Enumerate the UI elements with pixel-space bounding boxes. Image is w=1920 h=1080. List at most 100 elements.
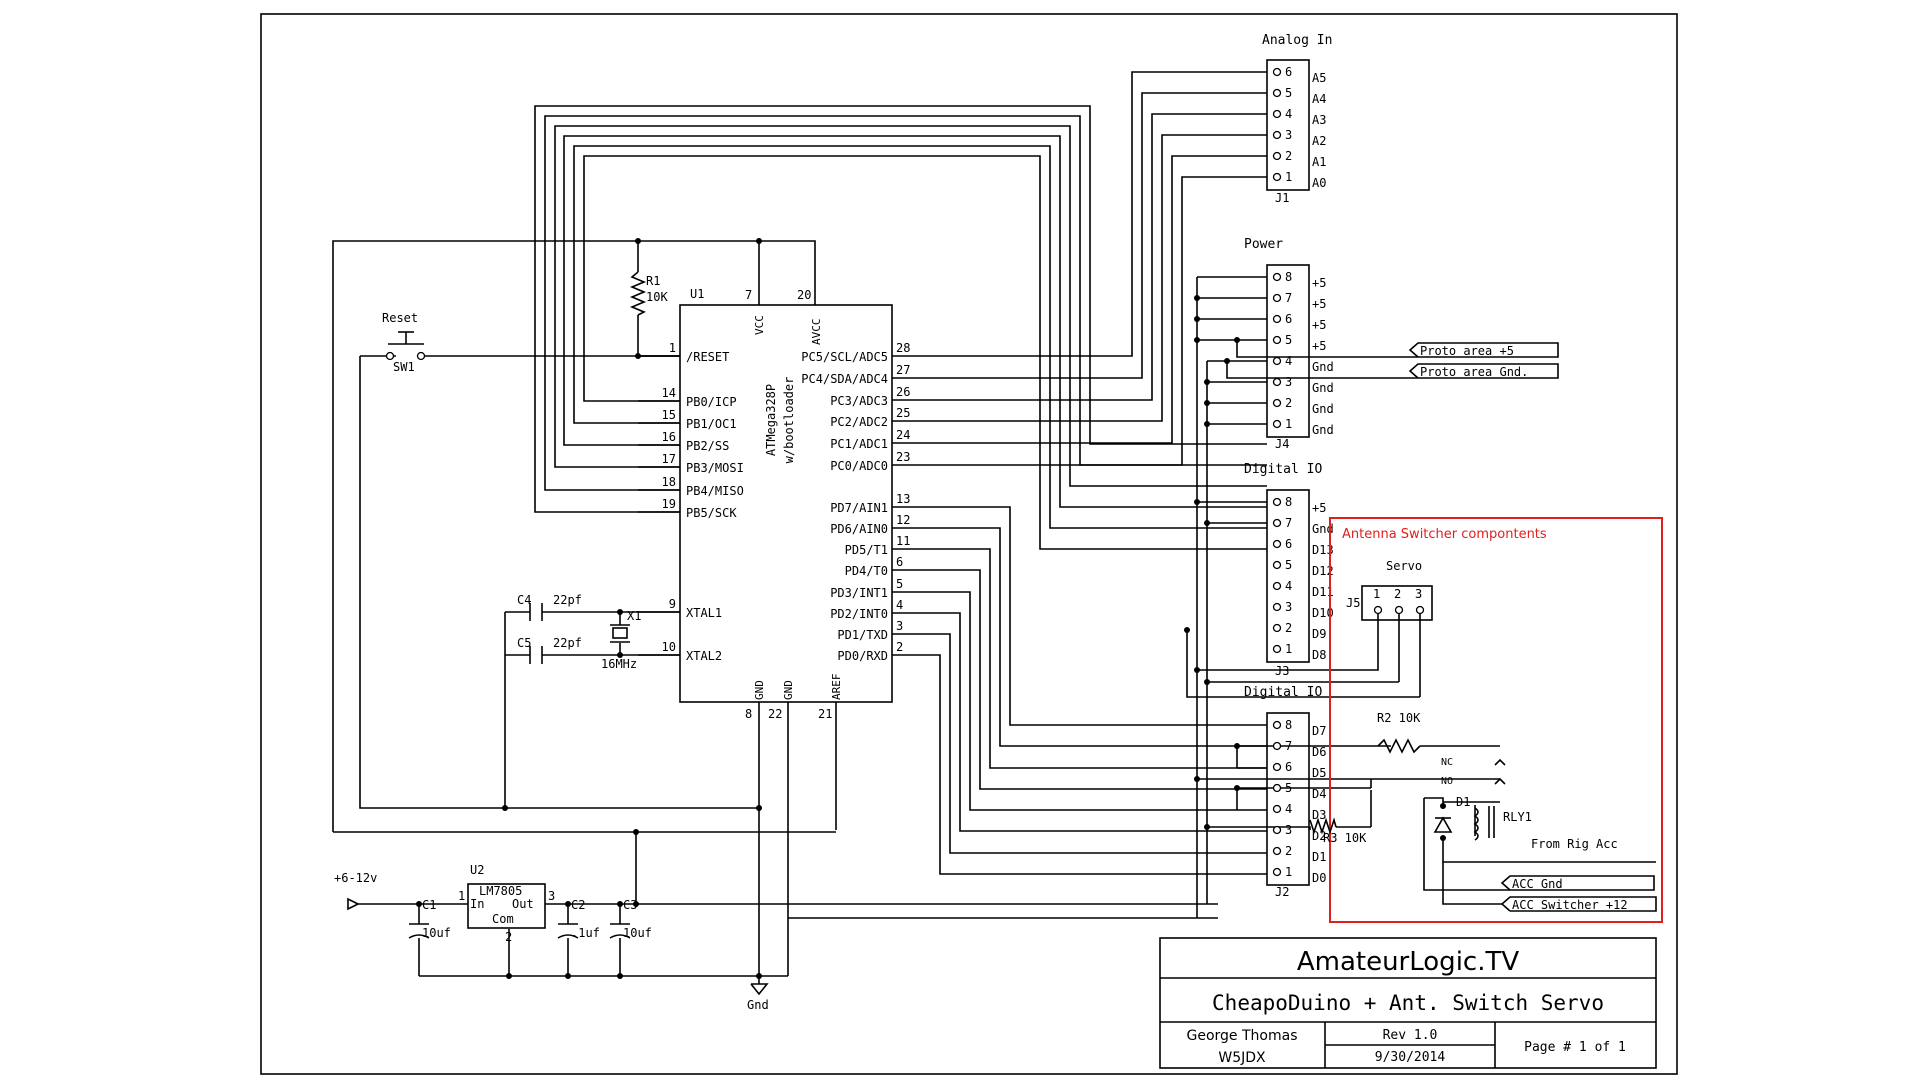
- j4-pin-label: +5: [1312, 318, 1326, 332]
- j3-pin-label: D9: [1312, 627, 1326, 641]
- c1-ref: C1: [422, 898, 436, 912]
- mcu-left-pin-name: PB4/MISO: [686, 484, 744, 498]
- gnd-label: Gnd: [747, 998, 769, 1012]
- mcu-left-pin-name: PB2/SS: [686, 439, 729, 453]
- mcu-right-pin-name: PD5/T1: [845, 543, 888, 557]
- j3-pin-num: 7: [1285, 516, 1292, 530]
- mcu-u1: U1 ATMega328P w/bootloader 7 20 VCC AVCC…: [638, 238, 910, 968]
- j4-pin-num: 7: [1285, 291, 1292, 305]
- j1-pin-label: A0: [1312, 176, 1326, 190]
- j1-pin-num: 2: [1285, 149, 1292, 163]
- mcu-left-pin-num: 19: [662, 497, 676, 511]
- j2-pin-num: 2: [1285, 844, 1292, 858]
- j2-pin-num: 1: [1285, 865, 1292, 879]
- j5-ref: J5: [1346, 596, 1360, 610]
- mcu-right-pin-name: PC3/ADC3: [830, 394, 888, 408]
- j1-pin-label: A4: [1312, 92, 1326, 106]
- j3-ref: J3: [1275, 664, 1289, 678]
- j3-pin-num: 4: [1285, 579, 1292, 593]
- mcu-right-pin-name: PD3/INT1: [830, 586, 888, 600]
- from-rig-label: From Rig Acc: [1531, 837, 1618, 851]
- j4-pin-label: +5: [1312, 276, 1326, 290]
- page-number: Page # 1 of 1: [1524, 1040, 1626, 1055]
- j4-pin-num: 6: [1285, 312, 1292, 326]
- mcu-left-pin-name: PB3/MOSI: [686, 461, 744, 475]
- j3-pin-label: Gnd: [1312, 522, 1334, 536]
- mcu-part: ATMega328P: [764, 384, 778, 456]
- mcu-right-pin-num: 27: [896, 363, 910, 377]
- mcu-right-pin-name: PD1/TXD: [837, 628, 888, 642]
- j3-pin-label: D10: [1312, 606, 1334, 620]
- author-callsign: W5JDX: [1218, 1050, 1266, 1066]
- mcu-right-pin-num: 26: [896, 385, 910, 399]
- j1-ref: J1: [1275, 191, 1289, 205]
- mcu-right-pin-num: 28: [896, 341, 910, 355]
- j5-pin1: 1: [1373, 587, 1380, 601]
- j3-pin-label: D12: [1312, 564, 1334, 578]
- reset-switch: Reset SW1: [382, 311, 426, 374]
- j2-pin-num: 4: [1285, 802, 1292, 816]
- date: 9/30/2014: [1375, 1050, 1446, 1065]
- j2-pin-num: 8: [1285, 718, 1292, 732]
- j1-pin-label: A5: [1312, 71, 1326, 85]
- j1-pin-label: A2: [1312, 134, 1326, 148]
- mcu-left-pin-name: XTAL1: [686, 606, 722, 620]
- acc-gnd-label: ACC Gnd: [1512, 877, 1563, 891]
- mcu-right-pin-num: 25: [896, 406, 910, 420]
- j3-pin-num: 1: [1285, 642, 1292, 656]
- proto-labels: Proto area +5 Proto area Gnd.: [1408, 342, 1559, 379]
- mcu-right-pin-num: 13: [896, 492, 910, 506]
- mcu-right-pin-name: PD7/AIN1: [830, 501, 888, 515]
- j4-pin-label: Gnd: [1312, 402, 1334, 416]
- j3-pin-num: 2: [1285, 621, 1292, 635]
- reset-label: Reset: [382, 311, 418, 325]
- mcu-right-pin-num: 11: [896, 534, 910, 548]
- relay-coil-icon: [1473, 807, 1479, 841]
- j2-pin-label: D2: [1312, 829, 1326, 843]
- vin-label: +6-12v: [334, 871, 377, 885]
- j4-pin-num: 8: [1285, 270, 1292, 284]
- j4-pin-label: Gnd: [1312, 360, 1334, 374]
- pin-num-avcc: 20: [797, 288, 811, 302]
- mcu-right-pin-name: PC1/ADC1: [830, 437, 888, 451]
- c3-value: 10uf: [623, 926, 652, 940]
- mcu-right-pin-num: 23: [896, 450, 910, 464]
- r1-ref: R1: [646, 274, 660, 288]
- j5-pin2: 2: [1394, 587, 1401, 601]
- mcu-right-pin-num: 5: [896, 577, 903, 591]
- j2-pin-label: D7: [1312, 724, 1326, 738]
- author-name: George Thomas: [1187, 1028, 1298, 1044]
- r2-label: R2 10K: [1377, 711, 1421, 725]
- j2-connector: [1266, 712, 1310, 886]
- title-block: AmateurLogic.TV CheapoDuino + Ant. Switc…: [1159, 937, 1657, 1069]
- c5-ref: C5: [517, 636, 531, 650]
- u2-pin1: 1: [458, 889, 465, 903]
- mcu-right-pin-name: PC0/ADC0: [830, 459, 888, 473]
- j1-pin-label: A1: [1312, 155, 1326, 169]
- aref-label: AREF: [830, 674, 843, 701]
- j5-pin3: 3: [1415, 587, 1422, 601]
- j2-pin-label: D0: [1312, 871, 1326, 885]
- x1-ref: X1: [627, 609, 641, 623]
- j3-pin-num: 6: [1285, 537, 1292, 551]
- avcc-label: AVCC: [810, 319, 823, 346]
- no-label: NO: [1441, 776, 1453, 787]
- crystal-network: C4 22pf C5 22pf X1 16MHz: [517, 593, 641, 671]
- mcu-right-pin-name: PD0/RXD: [837, 649, 888, 663]
- proto-gnd-label: Proto area Gnd.: [1420, 365, 1528, 379]
- nc-label: NC: [1441, 757, 1453, 768]
- u2-pin3: 3: [548, 889, 555, 903]
- j3-pin-num: 8: [1285, 495, 1292, 509]
- mcu-right-pin-num: 12: [896, 513, 910, 527]
- regulator-u2: +6-12v U2 LM7805 In Out Com 1 2 3 C1 10u…: [334, 863, 769, 1012]
- vcc-label: VCC: [753, 315, 766, 335]
- j2-pin-label: D6: [1312, 745, 1326, 759]
- mcu-left-pin-name: XTAL2: [686, 649, 722, 663]
- mcu-left-pin-num: 17: [662, 452, 676, 466]
- j3-pin-num: 5: [1285, 558, 1292, 572]
- c4-value: 22pf: [553, 593, 582, 607]
- r1-value: 10K: [646, 290, 668, 304]
- j4-pin-label: Gnd: [1312, 423, 1334, 437]
- servo-label: Servo: [1386, 559, 1422, 573]
- mcu-left-pin-num: 16: [662, 430, 676, 444]
